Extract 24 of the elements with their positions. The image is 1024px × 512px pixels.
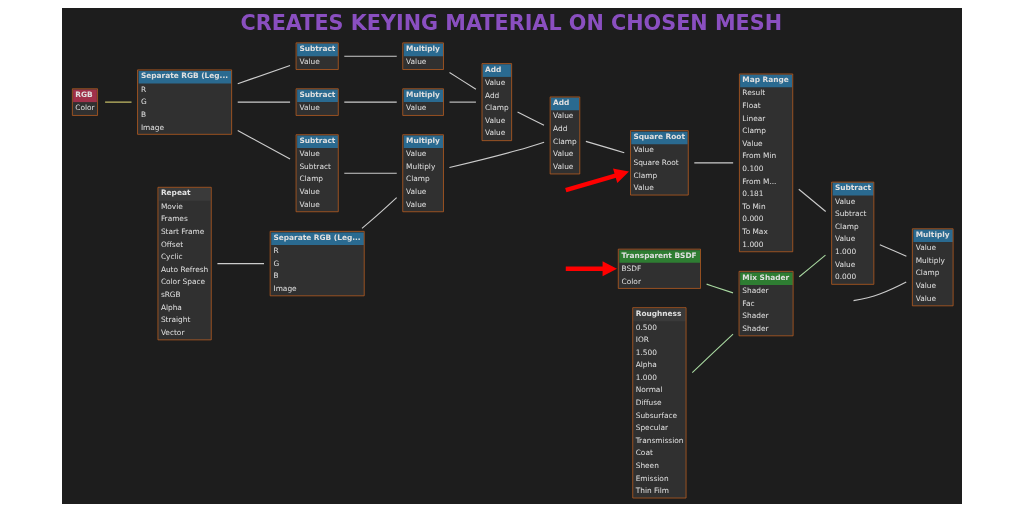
connector — [104, 101, 133, 103]
connector — [879, 244, 907, 257]
connector — [693, 162, 734, 164]
arrow — [565, 261, 617, 277]
connector — [798, 254, 826, 278]
connector — [448, 101, 477, 103]
connector — [798, 188, 827, 213]
connector — [691, 333, 734, 374]
diagram-title: CREATES KEYING MATERIAL ON CHOSEN MESH — [240, 10, 782, 35]
connector — [448, 141, 545, 168]
connector — [216, 263, 265, 265]
connector — [343, 101, 398, 103]
arrow — [565, 168, 629, 193]
connector — [852, 281, 907, 302]
connector — [585, 140, 625, 154]
connector — [706, 283, 734, 294]
connector — [237, 64, 291, 85]
connector — [343, 172, 398, 174]
connector — [361, 197, 398, 229]
connector — [517, 111, 545, 126]
connector — [237, 101, 291, 103]
connector — [448, 71, 477, 90]
connector — [237, 129, 291, 160]
connector — [343, 55, 398, 57]
